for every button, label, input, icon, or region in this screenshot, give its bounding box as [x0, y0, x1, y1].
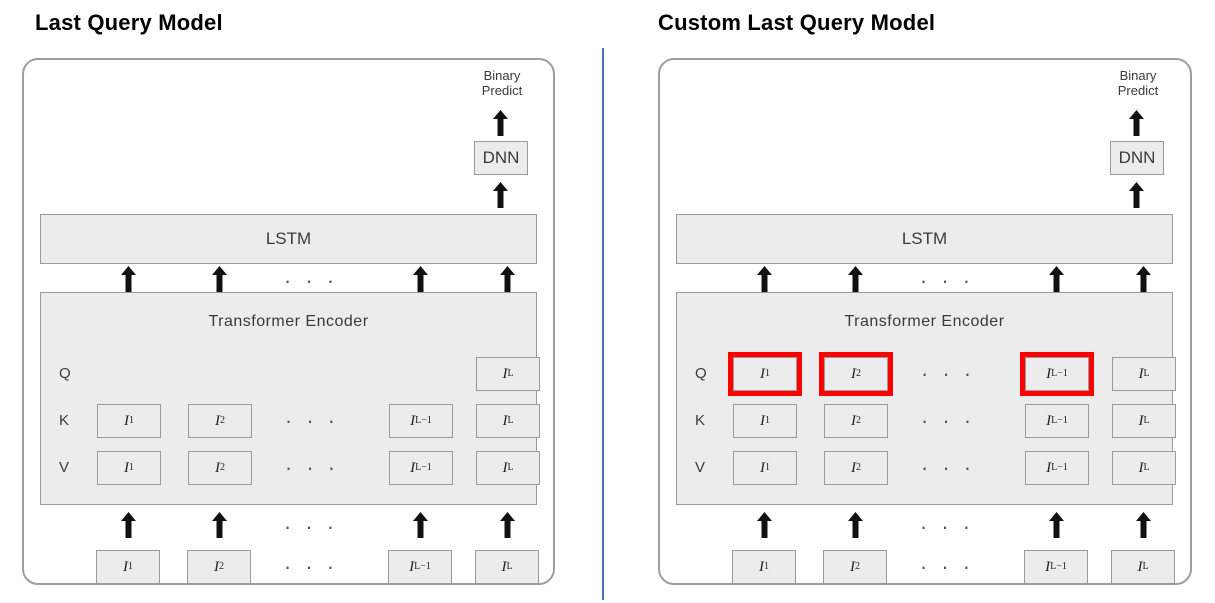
up-arrow-to-lstm [211, 266, 227, 292]
up-arrow-to-lstm [120, 266, 136, 292]
panel-title: Custom Last Query Model [658, 10, 936, 35]
ellipsis: · · · [920, 455, 976, 480]
ellipsis: · · · [283, 268, 339, 293]
lstm-block: LSTM [676, 214, 1173, 264]
transformer-encoder-label: Transformer Encoder [208, 313, 369, 330]
up-arrow-to-encoder [756, 512, 772, 538]
lstm-block: LSTM [40, 214, 537, 264]
row-label-v: V [695, 459, 706, 476]
dnn-block: DNN [1110, 141, 1164, 175]
binary-predict-label: Binary Predict [464, 68, 540, 98]
model-frame: Binary Predict DNN LSTM Transformer Enco… [658, 58, 1192, 585]
up-arrow-to-lstm [756, 266, 772, 292]
panel-divider [602, 48, 604, 600]
transformer-encoder-label: Transformer Encoder [844, 313, 1005, 330]
row-label-k: K [695, 412, 706, 429]
up-arrow-to-output [1129, 110, 1144, 136]
up-arrow-to-encoder [120, 512, 136, 538]
ellipsis: · · · [284, 408, 340, 433]
up-arrow-to-encoder [847, 512, 863, 538]
row-label-k: K [59, 412, 70, 429]
binary-predict-label: Binary Predict [1100, 68, 1176, 98]
up-arrow-to-lstm [1048, 266, 1064, 292]
up-arrow-to-lstm [1135, 266, 1151, 292]
binary-predict-line1: Binary [1119, 68, 1157, 83]
ellipsis: · · · [283, 554, 339, 579]
ellipsis: · · · [920, 361, 976, 386]
ellipsis: · · · [919, 514, 975, 539]
up-arrow-to-dnn [1129, 182, 1144, 208]
up-arrow-to-output [493, 110, 508, 136]
up-arrow-to-encoder [412, 512, 428, 538]
up-arrow-to-lstm [847, 266, 863, 292]
model-frame: Binary Predict DNN LSTM Transformer Enco… [22, 58, 555, 585]
up-arrow-to-encoder [499, 512, 515, 538]
diagram-panel-custom-last-query-model: Custom Last Query Model Binary Predict D… [636, 0, 1215, 603]
row-label-q: Q [59, 365, 71, 382]
ellipsis: · · · [919, 268, 975, 293]
ellipsis: · · · [284, 455, 340, 480]
up-arrow-to-encoder [211, 512, 227, 538]
ellipsis: · · · [283, 514, 339, 539]
up-arrow-to-lstm [412, 266, 428, 292]
dnn-block: DNN [474, 141, 528, 175]
row-label-q: Q [695, 365, 707, 382]
binary-predict-line2: Predict [1117, 83, 1159, 98]
panel-title: Last Query Model [35, 10, 223, 35]
diagram-panel-last-query-model: Last Query Model Binary Predict DNN LSTM… [0, 0, 602, 603]
up-arrow-to-encoder [1135, 512, 1151, 538]
ellipsis: · · · [920, 408, 976, 433]
binary-predict-line1: Binary [483, 68, 521, 83]
up-arrow-to-dnn [493, 182, 508, 208]
up-arrow-to-lstm [499, 266, 515, 292]
row-label-v: V [59, 459, 70, 476]
up-arrow-to-encoder [1048, 512, 1064, 538]
ellipsis: · · · [919, 554, 975, 579]
binary-predict-line2: Predict [481, 83, 523, 98]
